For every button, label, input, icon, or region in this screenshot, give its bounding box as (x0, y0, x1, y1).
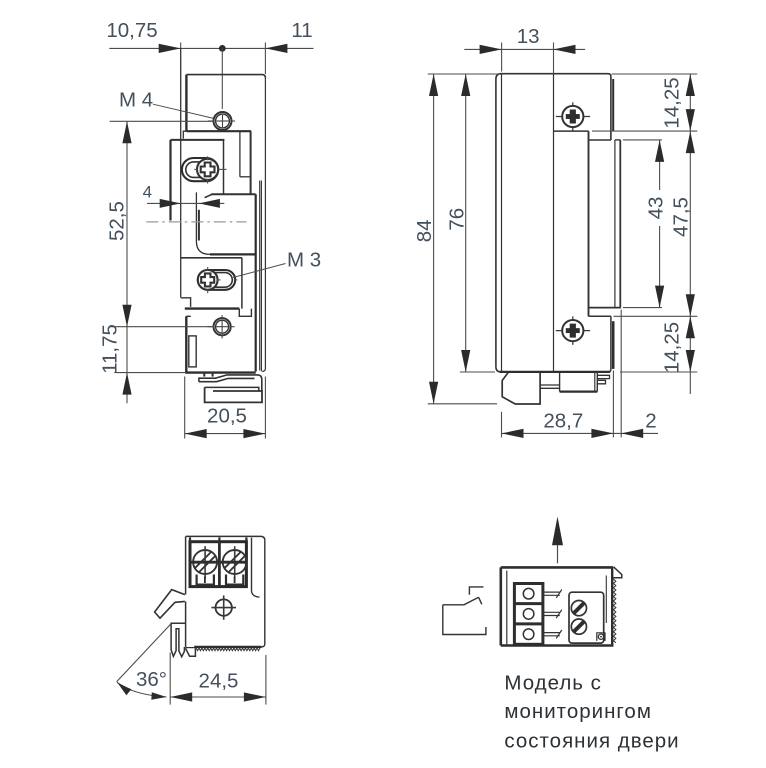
svg-text:4: 4 (143, 182, 152, 201)
svg-text:Модель с: Модель с (504, 671, 602, 694)
svg-text:24,5: 24,5 (199, 669, 239, 692)
svg-text:13: 13 (517, 25, 540, 48)
svg-text:14,25: 14,25 (661, 322, 684, 373)
svg-text:47,5: 47,5 (669, 197, 692, 237)
svg-text:M 4: M 4 (119, 89, 153, 112)
svg-text:2: 2 (645, 410, 656, 433)
svg-text:43: 43 (645, 197, 668, 220)
svg-text:20,5: 20,5 (207, 404, 247, 427)
svg-text:M 3: M 3 (287, 248, 321, 271)
svg-text:28,7: 28,7 (543, 410, 583, 433)
svg-text:52,5: 52,5 (106, 201, 129, 241)
svg-text:36°: 36° (136, 668, 167, 691)
svg-text:мониторингом: мониторингом (504, 700, 652, 723)
svg-text:76: 76 (445, 208, 468, 231)
svg-text:84: 84 (413, 219, 436, 242)
svg-text:11,75: 11,75 (99, 324, 122, 374)
svg-text:состояния двери: состояния двери (504, 730, 679, 753)
svg-text:10,75: 10,75 (106, 19, 157, 42)
svg-text:14,25: 14,25 (660, 77, 683, 128)
svg-text:11: 11 (291, 19, 312, 42)
